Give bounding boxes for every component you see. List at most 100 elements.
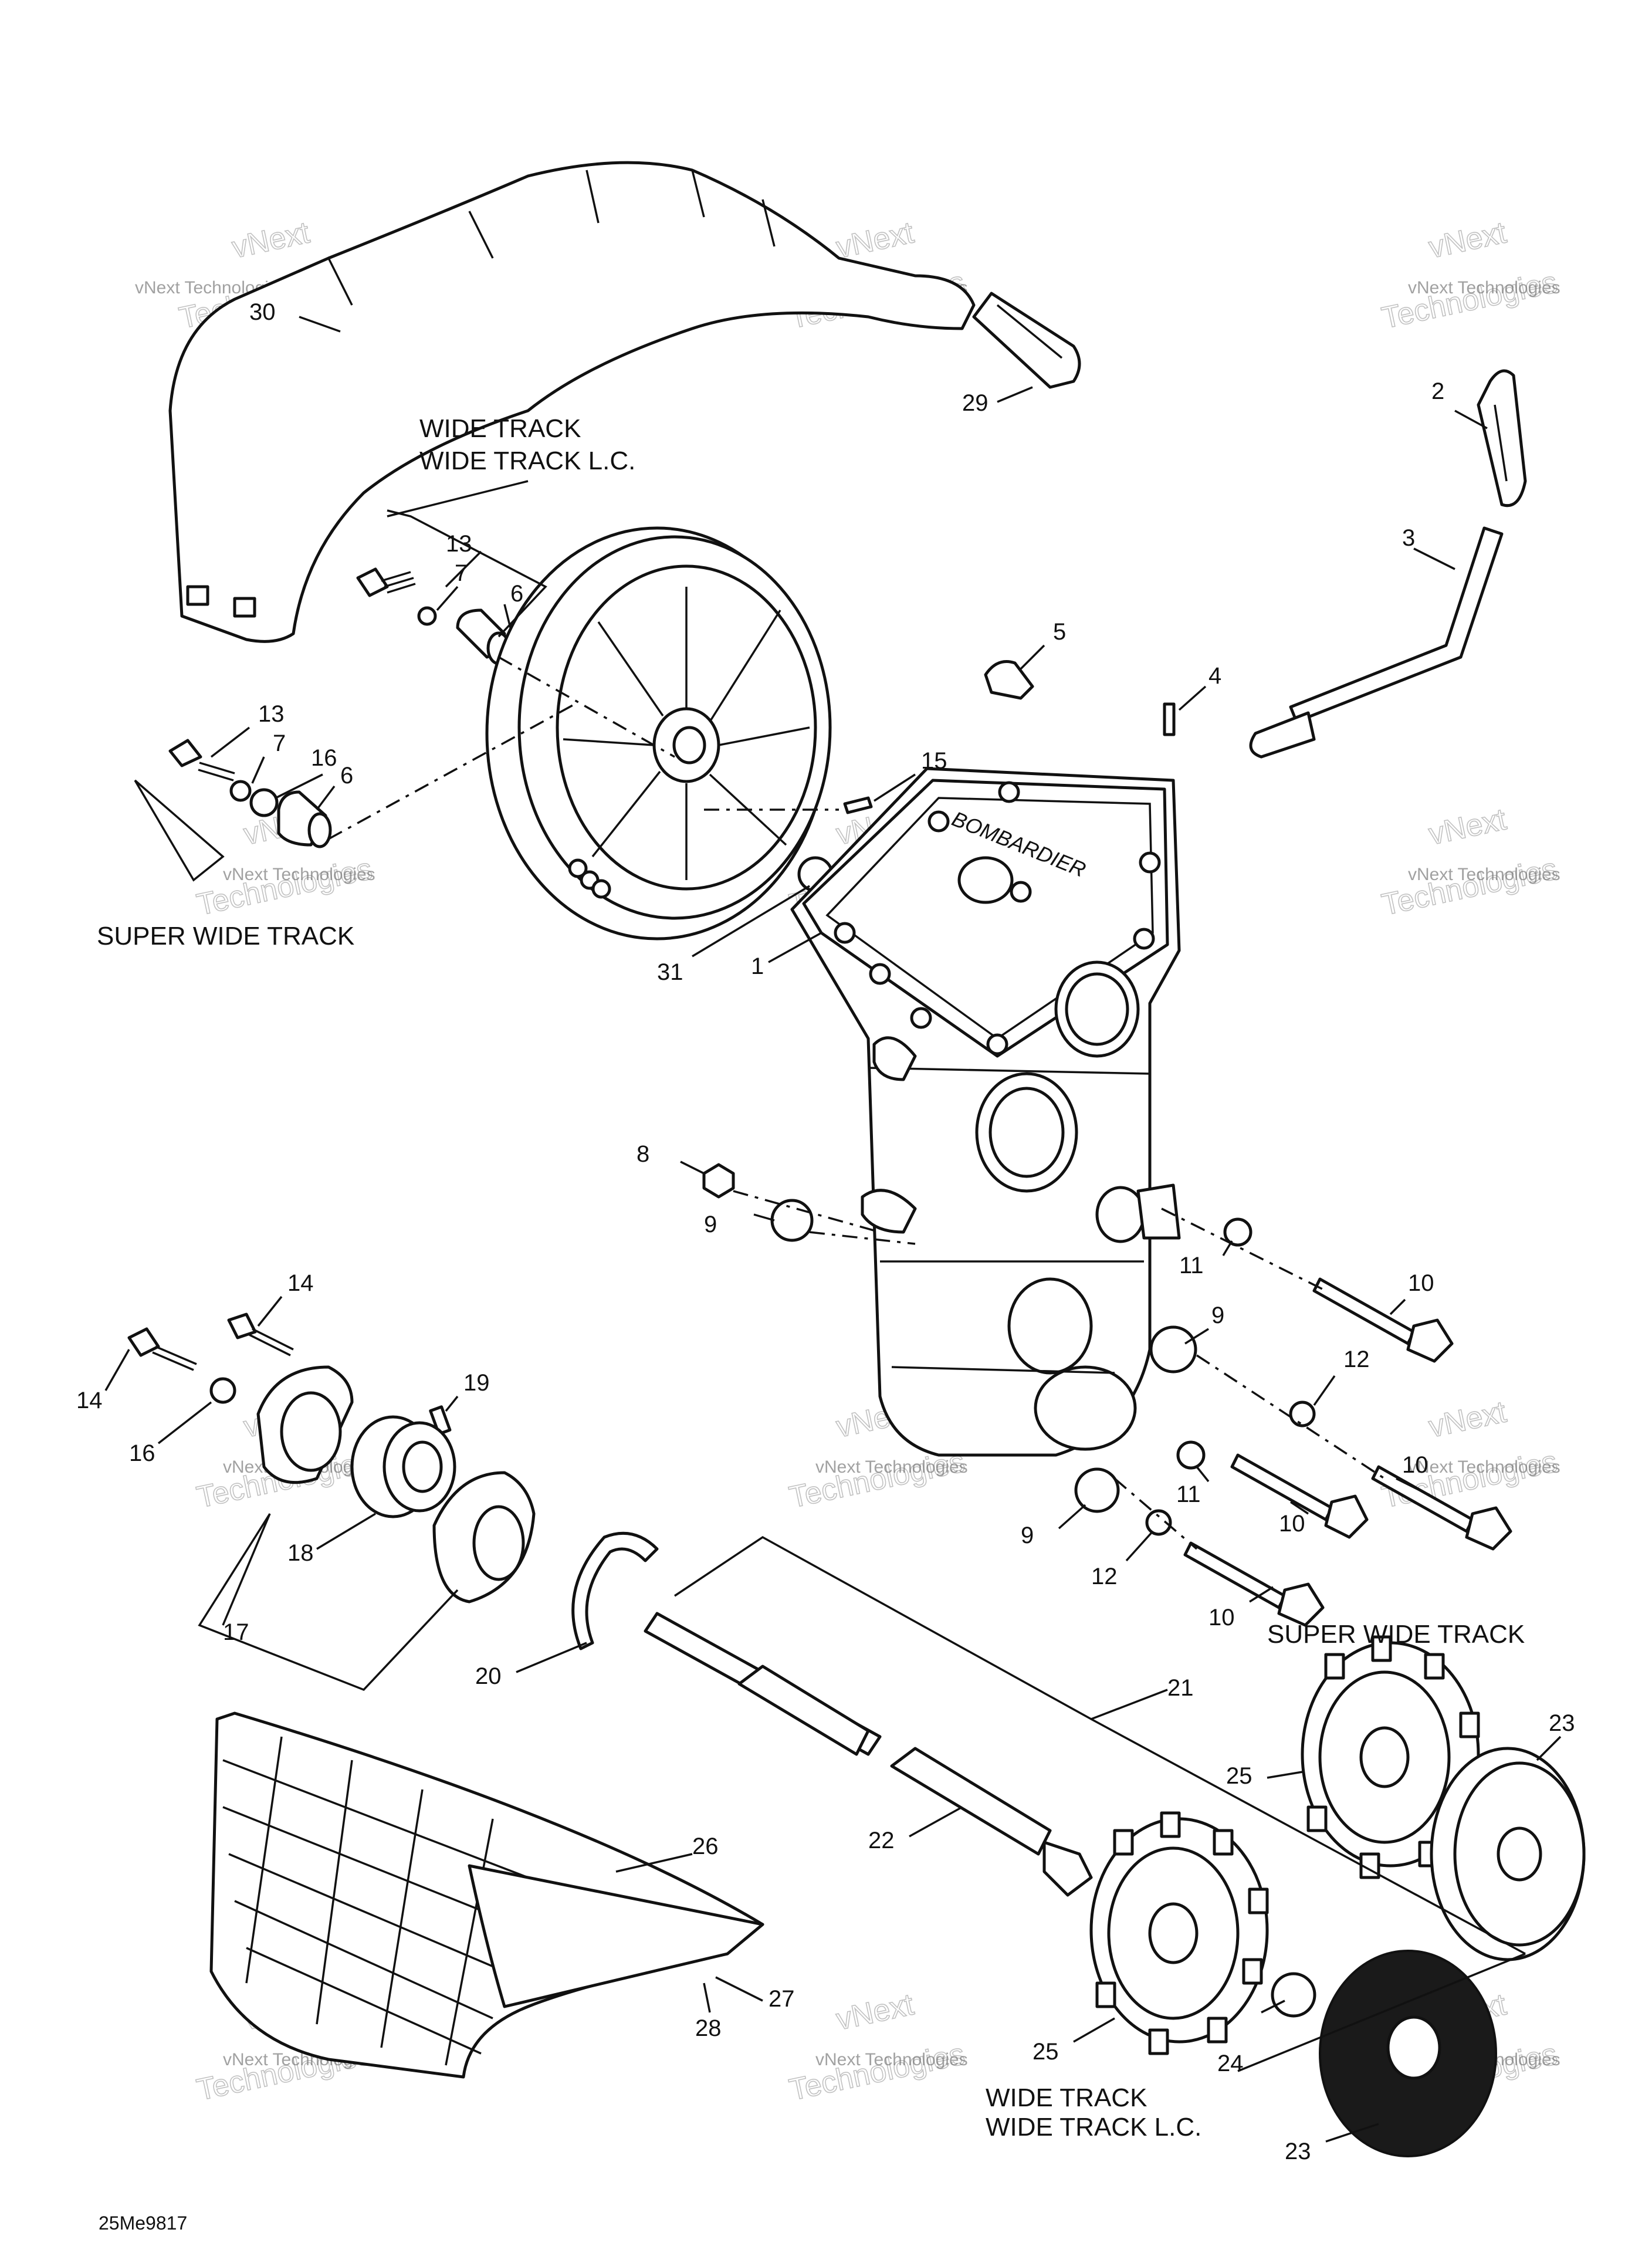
svg-text:vNext: vNext — [1426, 215, 1509, 265]
part-chaincase-guard — [168, 161, 976, 643]
callout-23-upper: 23 — [1549, 1710, 1575, 1736]
callout-13-upper: 13 — [446, 531, 472, 557]
part-washer-11-lower — [1176, 1440, 1206, 1470]
callout-30: 30 — [249, 299, 276, 325]
svg-text:Technologies: Technologies — [786, 2037, 967, 2107]
part-woodruff-key — [843, 796, 873, 814]
callout-31: 31 — [657, 959, 683, 985]
callout-22: 22 — [868, 1828, 895, 1853]
callout-20: 20 — [475, 1663, 502, 1689]
callout-15: 15 — [921, 748, 947, 774]
callout-5: 5 — [1053, 619, 1066, 645]
part-washer-9-upper — [770, 1199, 814, 1242]
part-nut — [702, 1163, 735, 1199]
label-super-wide-track-left: SUPER WIDE TRACK — [97, 922, 354, 950]
drawing-code: 25Me9817 — [99, 2213, 187, 2234]
callout-2: 2 — [1431, 378, 1444, 404]
part-washer-16 — [209, 1377, 236, 1404]
callout-25-upper: 25 — [1226, 1763, 1252, 1789]
callout-18: 18 — [287, 1540, 314, 1566]
svg-text:vNext Technologies: vNext Technologies — [1408, 1457, 1560, 1477]
callout-28: 28 — [695, 2015, 722, 2041]
watermark-mid-right: vNext vNext Technologies Technologies — [1379, 801, 1561, 922]
callout-9-lower: 9 — [1021, 1523, 1034, 1548]
callout-24: 24 — [1217, 2051, 1244, 2076]
part-washer-12-lower — [1145, 1509, 1172, 1536]
callout-13-lower: 13 — [258, 701, 285, 727]
leader-lines — [104, 316, 1562, 2143]
part-sprocket-lower — [1089, 1811, 1269, 2055]
callout-11-upper: 11 — [1179, 1253, 1204, 1278]
svg-text:vNext Technologies: vNext Technologies — [223, 865, 375, 884]
part-spacer-24 — [1271, 1972, 1316, 2018]
svg-text:vNext: vNext — [833, 215, 917, 265]
callout-3: 3 — [1402, 525, 1415, 551]
svg-text:vNext Technologies: vNext Technologies — [1408, 278, 1560, 297]
callout-16-upper: 16 — [311, 745, 337, 771]
callout-10-upper: 10 — [1408, 1270, 1434, 1296]
part-screw-lower — [168, 739, 235, 782]
centerlines — [328, 656, 1385, 1550]
watermark-top-right: vNext vNext Technologies Technologies — [1379, 215, 1561, 336]
callout-21: 21 — [1167, 1675, 1194, 1701]
part-cable-clip — [984, 660, 1034, 700]
part-bearing-housing-inner — [432, 1471, 536, 1604]
svg-text:vNext Technologies: vNext Technologies — [1408, 865, 1560, 884]
part-bearing-housing-outer — [256, 1365, 354, 1484]
callout-9-mid: 9 — [1211, 1303, 1224, 1328]
part-lever-rod — [1249, 526, 1504, 759]
callout-16-lower: 16 — [129, 1440, 155, 1466]
svg-text:Technologies: Technologies — [1379, 852, 1560, 922]
callout-10-right: 10 — [1402, 1452, 1428, 1478]
part-chaincase: BOMBARDIER — [790, 767, 1181, 1457]
svg-text:Technologies: Technologies — [1379, 265, 1560, 336]
callout-4: 4 — [1208, 663, 1221, 689]
svg-text:vNext Technologies: vNext Technologies — [815, 2050, 968, 2069]
callout-17: 17 — [223, 1619, 249, 1645]
callout-11-lower: 11 — [1176, 1481, 1201, 1507]
callout-7-upper: 7 — [455, 560, 468, 586]
part-flat-washer-lower — [249, 788, 279, 817]
svg-text:vNext Technologies: vNext Technologies — [815, 1457, 968, 1477]
callout-10-mid: 10 — [1279, 1511, 1305, 1537]
part-washer-9-mid — [1149, 1325, 1197, 1374]
part-brake-disc — [485, 526, 832, 941]
svg-text:vNext: vNext — [1426, 802, 1509, 851]
svg-text:vNext: vNext — [833, 1987, 917, 2037]
part-washer-9-lower — [1074, 1467, 1120, 1513]
callout-8: 8 — [637, 1141, 649, 1167]
part-wheel-lower — [1319, 1950, 1497, 2157]
part-track — [209, 1711, 764, 2079]
callout-6-lower: 6 — [340, 763, 353, 789]
callout-7-lower: 7 — [273, 730, 286, 756]
part-bearing — [350, 1415, 456, 1518]
part-washer-upper — [417, 606, 437, 626]
callout-9-upper: 9 — [704, 1212, 717, 1237]
callout-23-lower: 23 — [1285, 2139, 1311, 2164]
callouts: 30 29 2 3 13 7 6 13 7 16 6 5 4 15 31 1 8… — [76, 299, 1575, 2164]
part-washer-11-upper — [1223, 1217, 1252, 1247]
label-wide-track-bottom: WIDE TRACK — [986, 2083, 1147, 2112]
callout-12-lower: 12 — [1091, 1564, 1118, 1589]
callout-27: 27 — [769, 1986, 795, 2012]
callout-14-left: 14 — [76, 1388, 103, 1413]
part-bolt-10-right — [1371, 1465, 1512, 1551]
part-retaining-strap — [972, 292, 1081, 389]
label-wide-track-lc-bottom: WIDE TRACK L.C. — [986, 2113, 1201, 2142]
part-drive-axle — [644, 1612, 1093, 1897]
part-washer-12-upper — [1289, 1400, 1316, 1427]
variant-labels: WIDE TRACK WIDE TRACK L.C. SUPER WIDE TR… — [97, 414, 1525, 2142]
svg-text:vNext: vNext — [229, 215, 313, 265]
part-spacer-lower — [277, 790, 332, 848]
part-lever-grip — [1477, 369, 1527, 507]
label-wide-track-lc-top: WIDE TRACK L.C. — [419, 446, 635, 475]
part-bolt-14-left — [127, 1327, 197, 1371]
part-pin — [1163, 702, 1176, 736]
callout-6-upper: 6 — [510, 581, 523, 607]
callout-19: 19 — [463, 1370, 490, 1396]
callout-1: 1 — [751, 953, 764, 979]
callout-10-lower: 10 — [1208, 1605, 1235, 1630]
callout-14-upper: 14 — [287, 1270, 314, 1296]
svg-text:vNext: vNext — [1426, 1395, 1509, 1444]
